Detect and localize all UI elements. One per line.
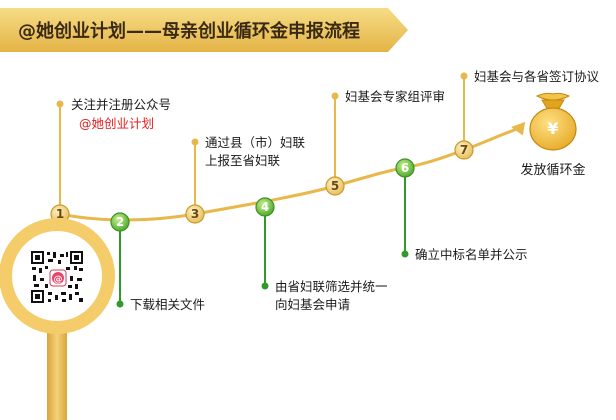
leader-lines	[56, 72, 468, 308]
step-number-5: 5	[331, 179, 339, 193]
title-banner: @她创业计划——母亲创业循环金申报流程	[0, 8, 408, 52]
step-number-4: 4	[261, 200, 269, 214]
money-bag-icon: ¥	[529, 92, 577, 151]
step-label-1: 关注并注册公众号	[71, 97, 171, 112]
step-label-3-line-2: 上报至省妇联	[205, 153, 281, 168]
leader-dot-1	[56, 100, 64, 108]
leader-dot-3	[191, 138, 199, 146]
step-node-6: 6	[395, 158, 415, 178]
magnifier-handle	[47, 330, 67, 420]
leader-dot-2	[116, 300, 124, 308]
step-label-6: 确立中标名单并公示	[415, 247, 528, 262]
step-label-5: 妇基会专家组评审	[345, 89, 445, 104]
step-node-4: 4	[255, 197, 275, 217]
leader-dot-7	[460, 72, 468, 80]
step-label-2: 下载相关文件	[130, 297, 205, 312]
step-number-2: 2	[116, 215, 124, 229]
qr-logo: @	[54, 275, 63, 285]
step-nodes: 1 2 3 4 5 6 7	[50, 140, 474, 232]
step-number-7: 7	[460, 143, 468, 157]
leader-dot-6	[401, 250, 409, 258]
end-label: 发放循环金	[520, 162, 585, 178]
leader-dot-5	[331, 92, 339, 100]
magnifier: @	[0, 218, 115, 420]
step-number-3: 3	[191, 207, 199, 221]
step-number-1: 1	[56, 207, 64, 221]
step-label-4-line-1: 由省妇联筛选并统一	[275, 279, 388, 294]
step-labels: 关注并注册公众号 @她创业计划 下载相关文件 通过县（市）妇联 上报至省妇联 由…	[71, 69, 600, 312]
qr-code: @	[30, 250, 84, 304]
step-node-5: 5	[325, 176, 345, 196]
step-node-7: 7	[454, 140, 474, 160]
step-label-7: 妇基会与各省签订协议	[474, 69, 600, 84]
leader-dot-4	[261, 282, 269, 290]
page-title: @她创业计划——母亲创业循环金申报流程	[18, 20, 360, 42]
step-node-2: 2	[110, 212, 130, 232]
step-label-4-line-2: 向妇基会申请	[275, 297, 350, 312]
currency-symbol: ¥	[547, 119, 558, 138]
step-number-6: 6	[401, 161, 409, 175]
flow-arrowhead	[511, 121, 526, 136]
step-highlight-1: @她创业计划	[79, 116, 154, 131]
step-label-3-line-1: 通过县（市）妇联	[205, 135, 306, 150]
title-banner-shape	[0, 8, 408, 52]
step-node-3: 3	[185, 204, 205, 224]
